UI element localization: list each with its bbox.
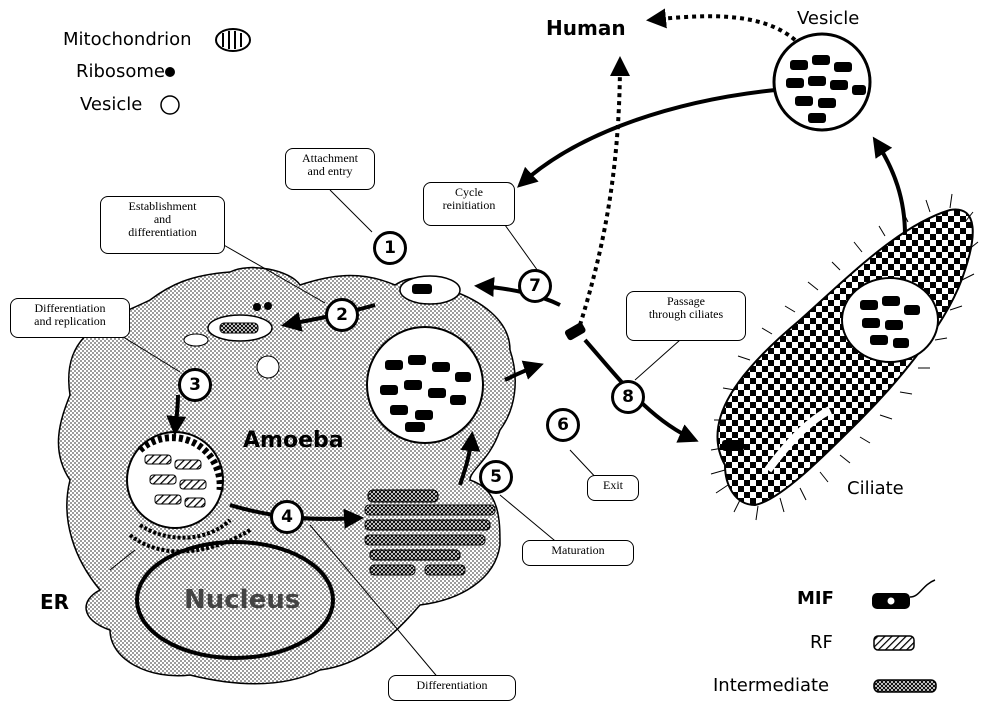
callout-exit: Exit — [587, 475, 639, 501]
callout-cycle-reinitiation: Cycle reinitiation — [423, 182, 515, 226]
arrow-to-human-from-exit — [580, 60, 620, 325]
legend-mitochondrion-label: Mitochondrion — [63, 29, 192, 50]
mif-icon — [872, 580, 935, 609]
arrow-vesicle-to-reinit — [520, 90, 775, 185]
legend-vesicle-label: Vesicle — [80, 94, 142, 115]
amoeba-label: Amoeba — [243, 428, 344, 453]
nucleus-label: Nucleus — [184, 585, 300, 615]
er-label: ER — [40, 590, 69, 614]
callout-maturation: Maturation — [522, 540, 634, 566]
legend-intermediate-label: Intermediate — [713, 675, 829, 696]
ribosome-icon — [165, 67, 175, 77]
step-6: 6 — [546, 408, 580, 442]
step-7: 7 — [518, 269, 552, 303]
step-5: 5 — [479, 460, 513, 494]
legend-rf-label: RF — [810, 632, 833, 653]
intermediate-icon — [874, 680, 936, 692]
callout-passage: Passage through ciliates — [626, 291, 746, 341]
callout-diff-replication: Differentiation and replication — [10, 298, 130, 338]
callout-differentiation: Differentiation — [388, 675, 516, 701]
callout-attachment: Attachment and entry — [285, 148, 375, 190]
human-label: Human — [546, 16, 626, 40]
step-1: 1 — [373, 231, 407, 265]
legend-ribosome-label: Ribosome — [76, 61, 165, 82]
rf-icon — [874, 636, 914, 650]
step-3: 3 — [178, 368, 212, 402]
step-8: 8 — [611, 380, 645, 414]
ciliate-label: Ciliate — [847, 478, 904, 499]
mitochondrion-icon — [216, 29, 250, 51]
legend-mif-label: MIF — [797, 588, 834, 609]
callout-establishment: Establishment and differentiation — [100, 196, 225, 254]
vesicle-host-label: Vesicle — [797, 8, 859, 29]
step-4: 4 — [270, 500, 304, 534]
arrow-ciliate-to-vesicle — [875, 140, 905, 235]
step-2: 2 — [325, 298, 359, 332]
arrow-to-human-from-vesicle — [650, 16, 795, 40]
vesicle-icon — [161, 96, 179, 114]
ciliate-body — [717, 210, 972, 505]
